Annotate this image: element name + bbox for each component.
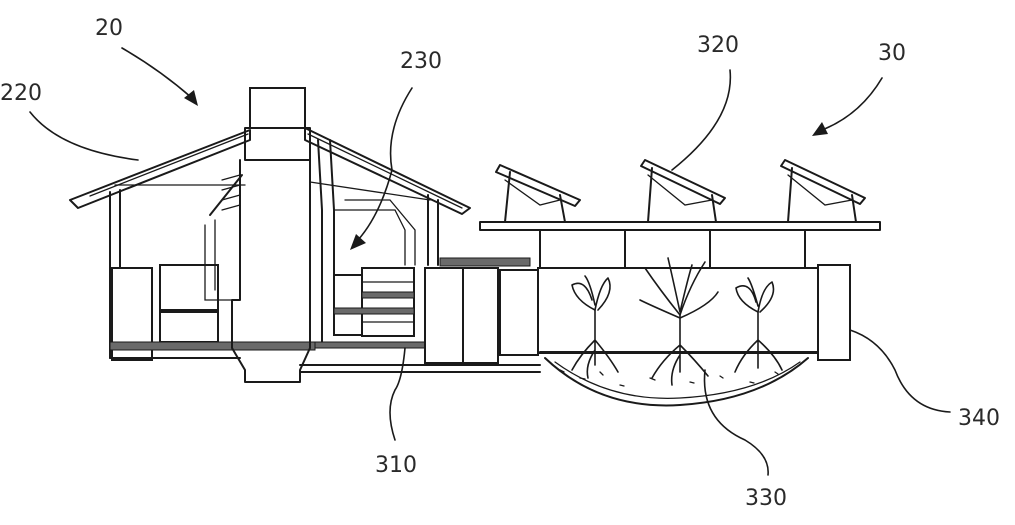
tray-330 (544, 357, 809, 407)
label-220: 220 (0, 81, 42, 106)
left-box-c (159, 311, 219, 343)
chimney-body (231, 159, 311, 383)
plant-2 (639, 257, 719, 386)
tank-340 (817, 264, 851, 361)
middle-box-b (462, 267, 499, 364)
roof-left (69, 129, 251, 209)
solar-panel-1 (495, 164, 581, 223)
middle-box-c (499, 269, 539, 356)
label-310: 310 (375, 453, 417, 478)
solar-panel-3 (780, 159, 866, 223)
middle-units (424, 257, 539, 364)
middle-box-a (424, 267, 464, 364)
label-30: 30 (878, 41, 906, 66)
labels: 20 220 230 320 30 310 340 330 (0, 16, 1000, 511)
leader-220 (29, 111, 139, 161)
arrow-30 (821, 77, 883, 131)
floor-hatch-left (109, 341, 316, 351)
plant-3 (734, 277, 783, 373)
label-230: 230 (400, 49, 442, 74)
cultivation-tank (537, 267, 819, 354)
left-box-b (159, 264, 219, 311)
arrow-230 (357, 87, 413, 241)
label-320: 320 (697, 33, 739, 58)
label-330: 330 (745, 486, 787, 511)
chimney-cap (249, 87, 306, 129)
leader-340 (849, 329, 951, 413)
leaders (29, 47, 951, 476)
exchanger (361, 267, 415, 337)
label-340: 340 (958, 406, 1000, 431)
label-20: 20 (95, 16, 123, 41)
left-building (69, 87, 541, 383)
plant-1 (571, 275, 619, 379)
top-rail (479, 221, 881, 231)
arrow-20 (121, 47, 193, 99)
leader-320 (671, 69, 732, 171)
right-greenhouse (479, 159, 881, 407)
roof-right (304, 127, 471, 215)
leader-330 (703, 369, 769, 476)
solar-panel-2 (640, 159, 726, 223)
leader-310 (389, 347, 406, 441)
